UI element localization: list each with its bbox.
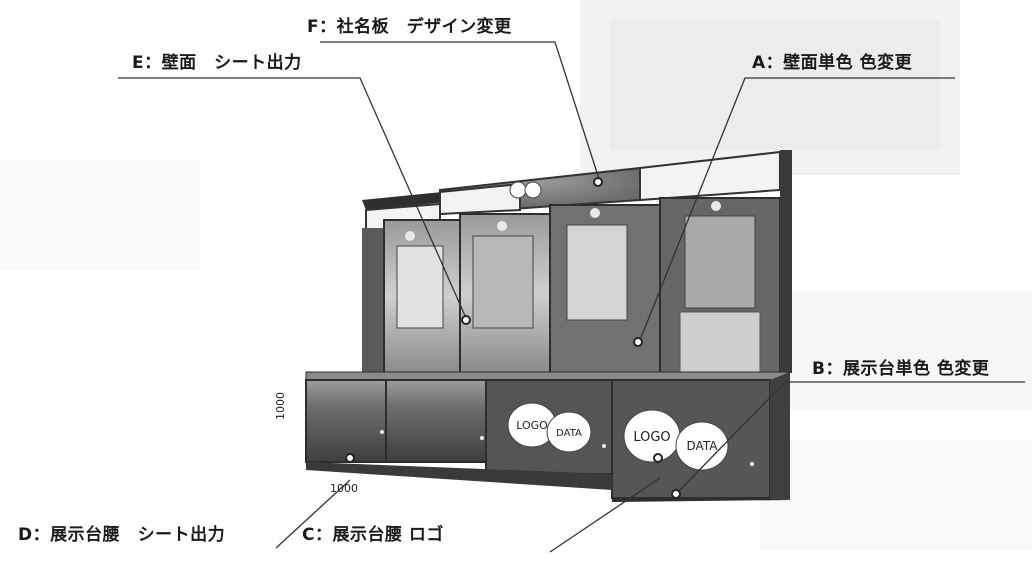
label-c-counter-logo: C：展示台腰 ロゴ [302,525,444,545]
data-text-2: DATA [687,439,719,453]
back-wall [362,150,792,374]
label-f-signboard: F：社名板 デザイン変更 [307,17,512,37]
dimension-height: 1000 [274,392,287,420]
leader-dots [345,177,681,499]
background-print [580,0,960,175]
label-b-counter-color: B：展示台単色 色変更 [812,359,990,379]
leader-lines [118,41,1025,553]
label-a-wall-color: A：壁面単色 色変更 [752,53,913,73]
label-d-counter-sheet: D：展示台腰 シート出力 [18,525,226,545]
logo-text-1: LOGO [516,419,548,432]
data-text-1: DATA [556,428,582,439]
label-e-wall-sheet: E：壁面 シート出力 [132,53,302,73]
counter: LOGO DATA LOGO DATA [305,371,791,502]
logo-text-2: LOGO [633,430,670,445]
dimension-width: 1000 [330,482,358,495]
